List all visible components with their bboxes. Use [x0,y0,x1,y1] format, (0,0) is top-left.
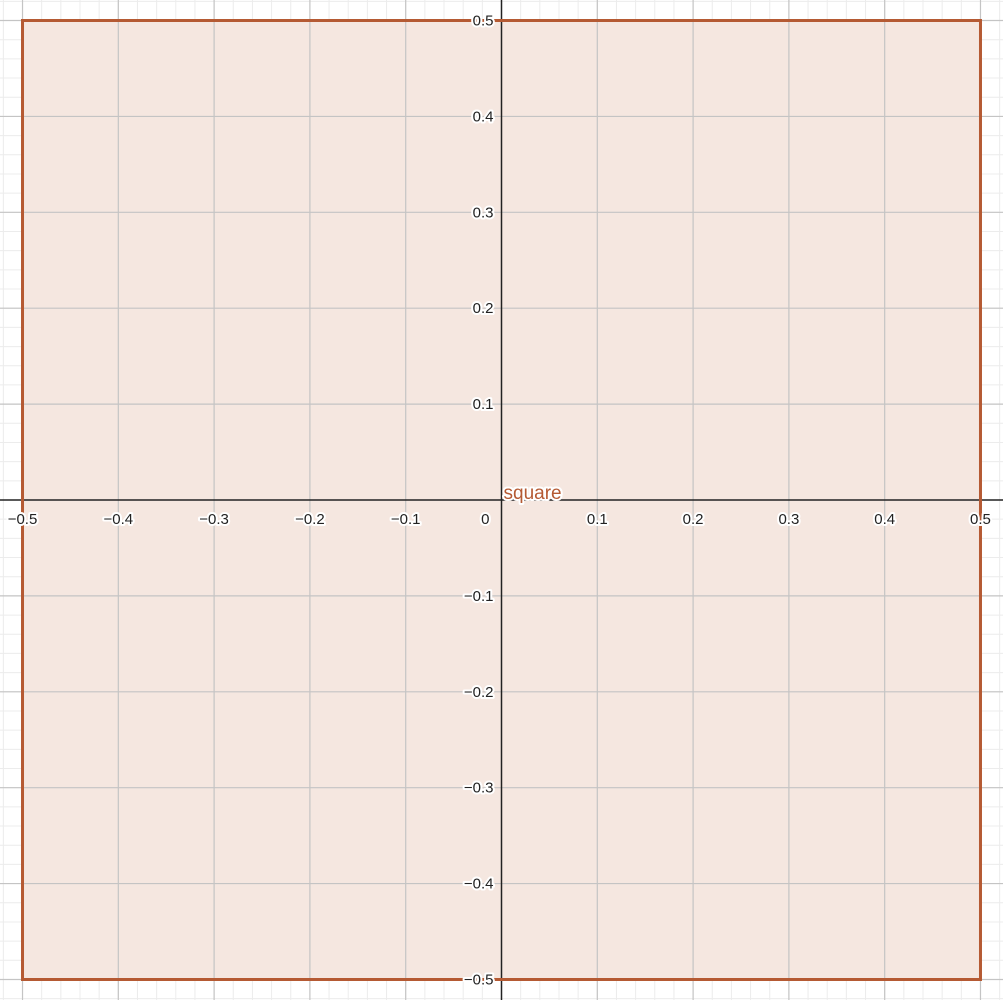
x-tick-label-halo: −0.4 [103,511,133,528]
x-tick-label-halo: −0.5 [8,511,38,528]
y-tick-label-halo: 0.2 [473,300,494,317]
y-tick-label-halo: −0.2 [464,684,494,701]
x-tick-label: −0.5 [8,511,38,528]
x-tick-label: 0.5 [970,511,991,528]
x-tick-label-halo: −0.1 [391,511,421,528]
y-tick-label-halo: 0.3 [473,204,494,221]
y-tick-label-halo: −0.3 [464,780,494,797]
x-tick-label: −0.1 [391,511,421,528]
shape-outlines [21,19,982,981]
y-tick-label-halo: 0.4 [473,108,494,125]
square-outline[interactable] [21,19,982,981]
y-tick-label-halo: 0.1 [473,396,494,413]
x-tick-label: −0.2 [295,511,325,528]
x-tick-label-halo: 0.1 [587,511,608,528]
y-tick-label: −0.3 [464,780,494,797]
x-tick-label-halo: −0.3 [199,511,229,528]
x-tick-label-halo: 0.4 [874,511,895,528]
y-tick-label: −0.5 [464,971,494,988]
square-label[interactable]: square [504,483,562,504]
x-tick-label-halo: 0.5 [970,511,991,528]
y-tick-label: 0.4 [473,108,494,125]
y-tick-label: 0.3 [473,204,494,221]
x-tick-label-halo: 0.3 [778,511,799,528]
y-tick-label-halo: −0.5 [464,971,494,988]
y-tick-label-halo: −0.1 [464,588,494,605]
y-tick-label: −0.4 [464,876,494,893]
y-tick-label: 0.5 [473,13,494,30]
origin-label: 0 [481,511,489,528]
x-tick-label: −0.3 [199,511,229,528]
y-tick-label: −0.1 [464,588,494,605]
y-tick-label-halo: −0.4 [464,876,494,893]
x-tick-label: 0.4 [874,511,895,528]
square-label-halo: square [504,483,562,504]
x-tick-label: 0.2 [683,511,704,528]
x-tick-label-halo: −0.2 [295,511,325,528]
x-tick-label-halo: 0.2 [683,511,704,528]
y-tick-label: −0.2 [464,684,494,701]
x-tick-label: 0.1 [587,511,608,528]
x-tick-label: 0.3 [778,511,799,528]
y-tick-label-halo: 0.5 [473,13,494,30]
y-tick-label: 0.2 [473,300,494,317]
tick-labels: −0.5 −0.5 −0.4 −0.4 −0.3 −0.3 −0.2 −0.2 −0.1 −0.1… [6,11,993,991]
x-tick-label: −0.4 [103,511,133,528]
y-tick-label: 0.1 [473,396,494,413]
origin-label-halo: 0 [481,511,489,528]
